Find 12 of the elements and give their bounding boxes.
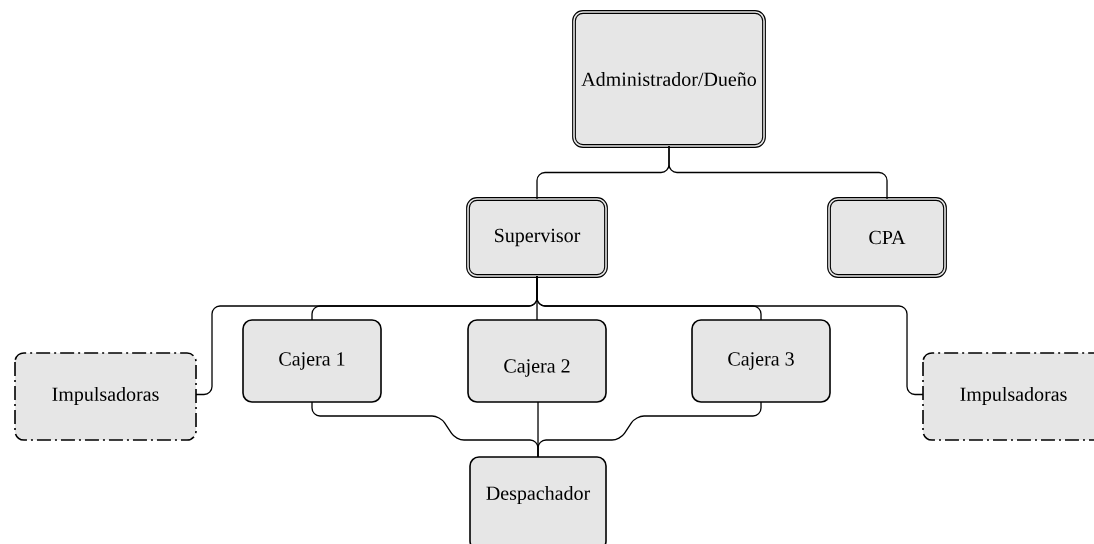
connector-line	[537, 401, 762, 458]
org-box: Cajera 2	[467, 319, 607, 403]
org-box: Administrador/Dueño	[572, 10, 766, 148]
org-box: Cajera 1	[242, 319, 382, 403]
org-box: Impulsadoras	[14, 352, 197, 441]
connector-line	[668, 145, 888, 200]
org-box: Cajera 3	[691, 319, 831, 403]
org-box: CPA	[827, 197, 947, 278]
connector-line	[536, 275, 924, 396]
org-box: Supervisor	[466, 197, 608, 278]
org-box: Impulsadoras	[922, 352, 1094, 441]
org-box: Despachador	[469, 456, 607, 544]
